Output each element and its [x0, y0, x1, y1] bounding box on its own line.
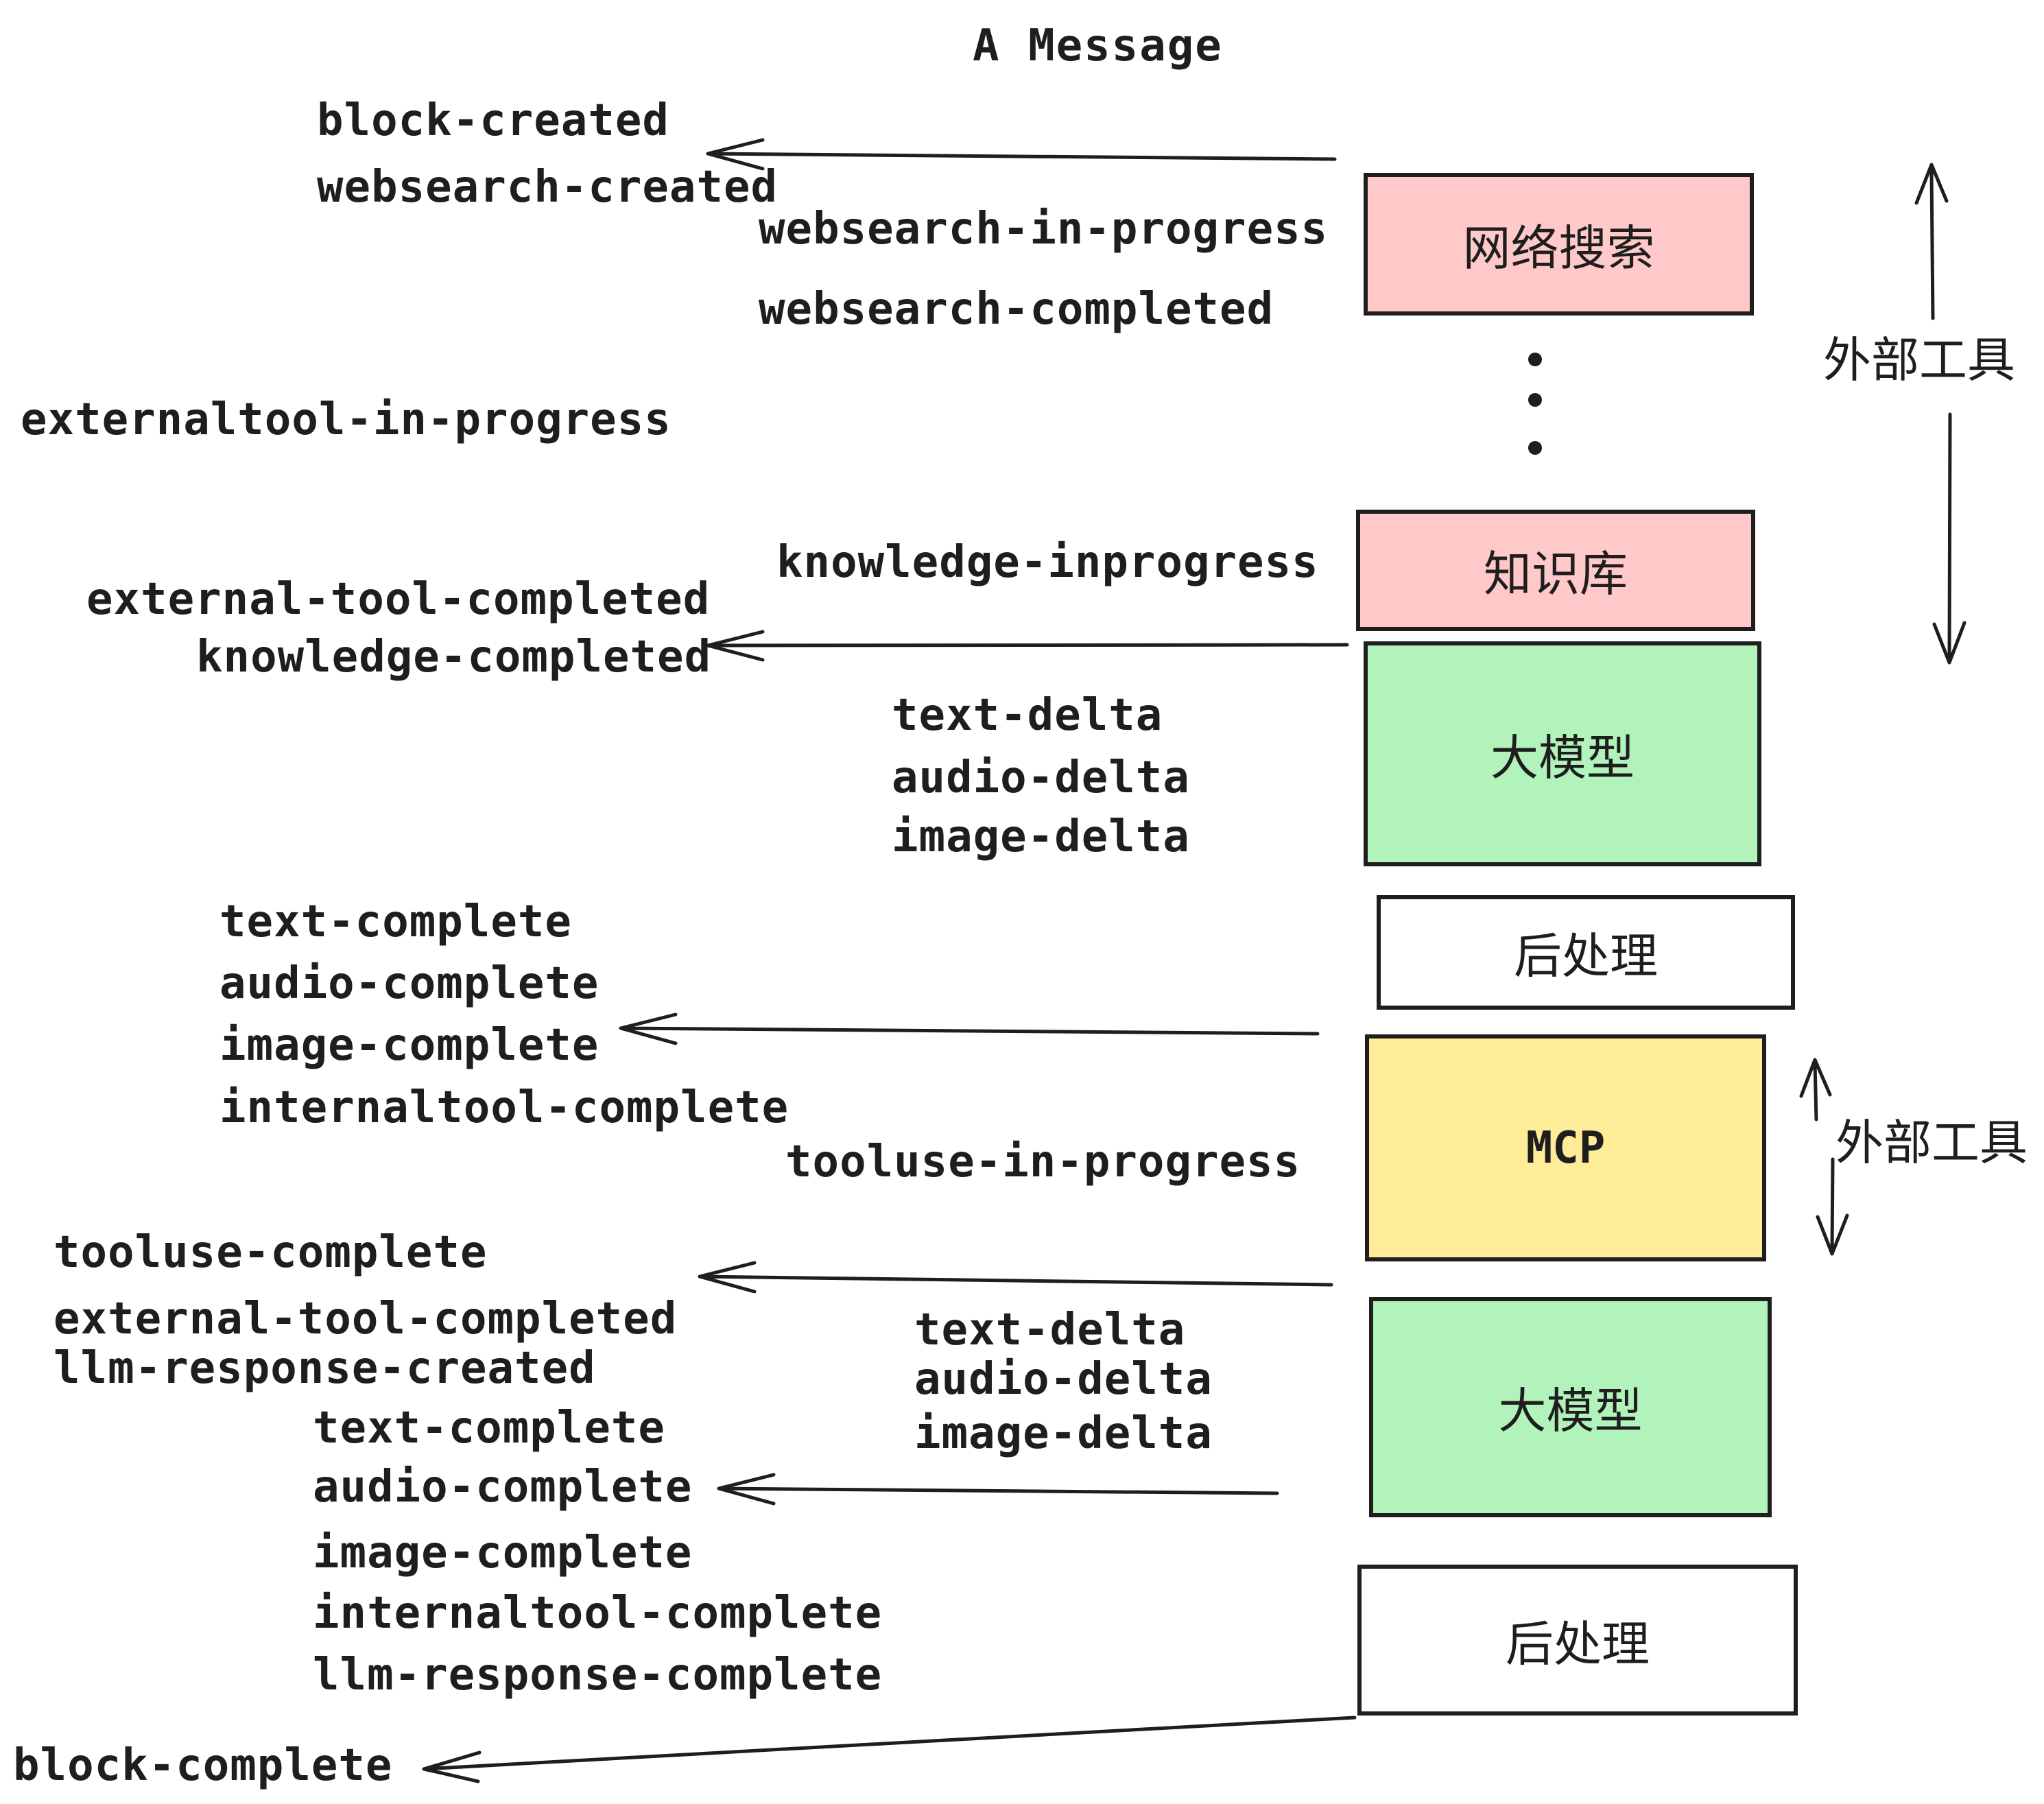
event-label-websearch-in-progress: websearch-in-progress — [759, 204, 1329, 254]
box-mcp: MCP — [1365, 1034, 1766, 1261]
diagram-title: A Message — [973, 21, 1223, 71]
event-label-block-created: block-created — [317, 95, 669, 146]
arrow-to-audio-complete — [717, 1473, 1279, 1506]
event-label-internaltool-complete: internaltool-complete — [219, 1082, 789, 1133]
event-label-audio-delta: audio-delta — [892, 752, 1190, 803]
event-label-knowledge-completed: knowledge-completed — [196, 632, 712, 683]
event-label-audio-complete-2: audio-complete — [313, 1462, 693, 1512]
event-label-websearch-created: websearch-created — [317, 162, 779, 213]
box-llm-1: 大模型 — [1364, 641, 1761, 866]
arrow-to-image-complete — [619, 1012, 1320, 1045]
event-label-tooluse-in-progress: tooluse-in-progress — [785, 1137, 1301, 1187]
event-label-block-complete: block-complete — [13, 1740, 393, 1791]
event-label-image-complete: image-complete — [219, 1020, 599, 1071]
event-label-image-delta-2: image-delta — [914, 1408, 1213, 1459]
arrow-to-block-complete — [422, 1716, 1357, 1783]
event-label-text-complete: text-complete — [219, 897, 572, 947]
event-label-externaltool-in-progress: externaltool-in-progress — [21, 394, 672, 445]
event-label-external-tool-completed-2: external-tool-completed — [54, 1294, 678, 1344]
box-llm-2: 大模型 — [1369, 1297, 1772, 1517]
event-label-tooluse-complete: tooluse-complete — [54, 1227, 488, 1278]
event-label-knowledge-inprogress: knowledge-inprogress — [776, 537, 1319, 588]
event-label-llm-response-created: llm-response-created — [54, 1343, 596, 1394]
external-tools-up-arrow-2 — [1799, 1058, 1832, 1121]
event-label-llm-response-complete: llm-response-complete — [313, 1650, 883, 1700]
box-post-processing-1-label: 后处理 — [1514, 928, 1658, 984]
box-post-processing-2: 后处理 — [1357, 1565, 1798, 1716]
box-llm-1-label: 大模型 — [1490, 729, 1635, 786]
arrow-to-knowledge-completed — [706, 630, 1349, 662]
event-label-image-complete-2: image-complete — [313, 1528, 693, 1578]
box-post-processing-1: 后处理 — [1377, 895, 1795, 1010]
box-knowledge-base-label: 知识库 — [1484, 546, 1628, 602]
external-tools-label-1: 外部工具 — [1823, 332, 2015, 388]
event-label-websearch-completed: websearch-completed — [759, 284, 1274, 335]
arrow-to-tooluse-complete — [698, 1261, 1333, 1294]
external-tools-label-2: 外部工具 — [1835, 1115, 2028, 1171]
event-label-text-complete-2: text-complete — [313, 1403, 665, 1453]
event-label-audio-complete: audio-complete — [219, 958, 599, 1009]
box-post-processing-2-label: 后处理 — [1506, 1615, 1650, 1672]
external-tools-down-arrow-2 — [1816, 1157, 1849, 1256]
event-label-text-delta-2: text-delta — [914, 1305, 1186, 1355]
event-label-internaltool-complete-2: internaltool-complete — [313, 1588, 883, 1639]
box-llm-2-label: 大模型 — [1498, 1383, 1643, 1439]
event-label-external-tool-completed: external-tool-completed — [86, 574, 711, 625]
box-web-search-label: 网络搜索 — [1462, 219, 1655, 276]
external-tools-down-arrow-1 — [1932, 412, 1966, 665]
arrow-to-block-created — [706, 138, 1337, 171]
box-mcp-label: MCP — [1525, 1122, 1606, 1174]
ellipsis-dots — [1528, 353, 1542, 455]
box-web-search: 网络搜索 — [1364, 173, 1754, 316]
box-knowledge-base: 知识库 — [1356, 510, 1755, 631]
event-label-text-delta: text-delta — [892, 690, 1163, 741]
external-tools-up-arrow-1 — [1914, 163, 1949, 320]
event-label-audio-delta-2: audio-delta — [914, 1354, 1213, 1405]
event-label-image-delta: image-delta — [892, 811, 1190, 862]
